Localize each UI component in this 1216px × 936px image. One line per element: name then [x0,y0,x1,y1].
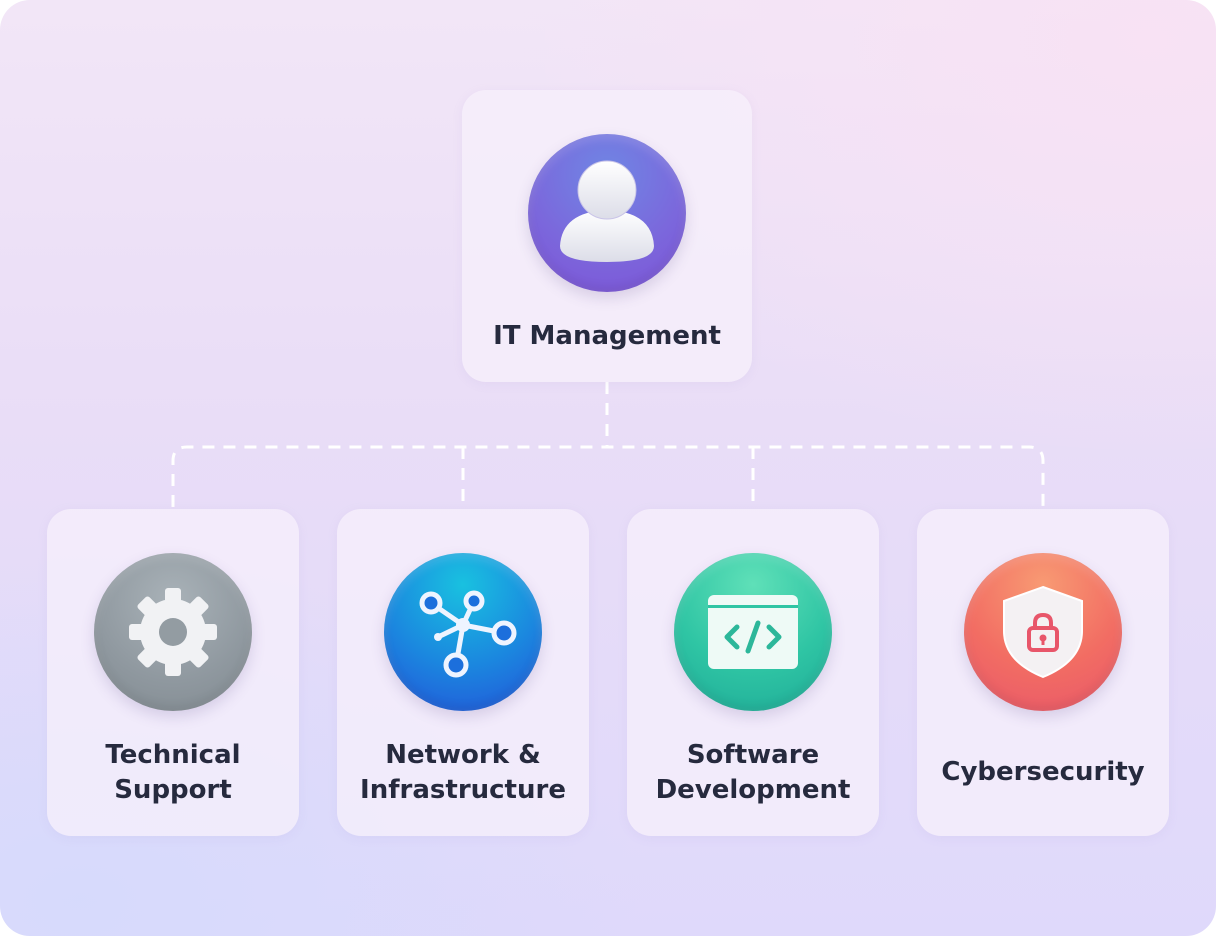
node-label: Technical Support [47,738,299,808]
node-label: Software Development [627,738,879,808]
shield-lock-icon [964,553,1122,711]
node-label-line-2: Development [655,775,851,805]
node-technical-support: Technical Support [47,509,299,836]
node-network-infrastructure: Network & Infrastructure [337,509,589,836]
gear-icon [94,553,252,711]
node-label: Cybersecurity [941,757,1145,787]
node-label-line-2: Infrastructure [360,775,566,805]
node-cybersecurity: Cybersecurity [917,509,1169,836]
code-window-icon [674,553,832,711]
node-label-line-1: Network & [385,740,541,770]
node-label: Network & Infrastructure [337,738,589,808]
node-software-development: Software Development [627,509,879,836]
node-label-line-2: Support [114,775,232,805]
node-label: IT Management [493,321,721,351]
node-it-management: IT Management [462,90,752,382]
connector-bus [171,445,1045,507]
node-label-line-1: Technical [105,740,241,770]
person-icon [528,134,686,292]
network-icon [384,553,542,711]
node-label-line-1: Software [686,740,820,770]
